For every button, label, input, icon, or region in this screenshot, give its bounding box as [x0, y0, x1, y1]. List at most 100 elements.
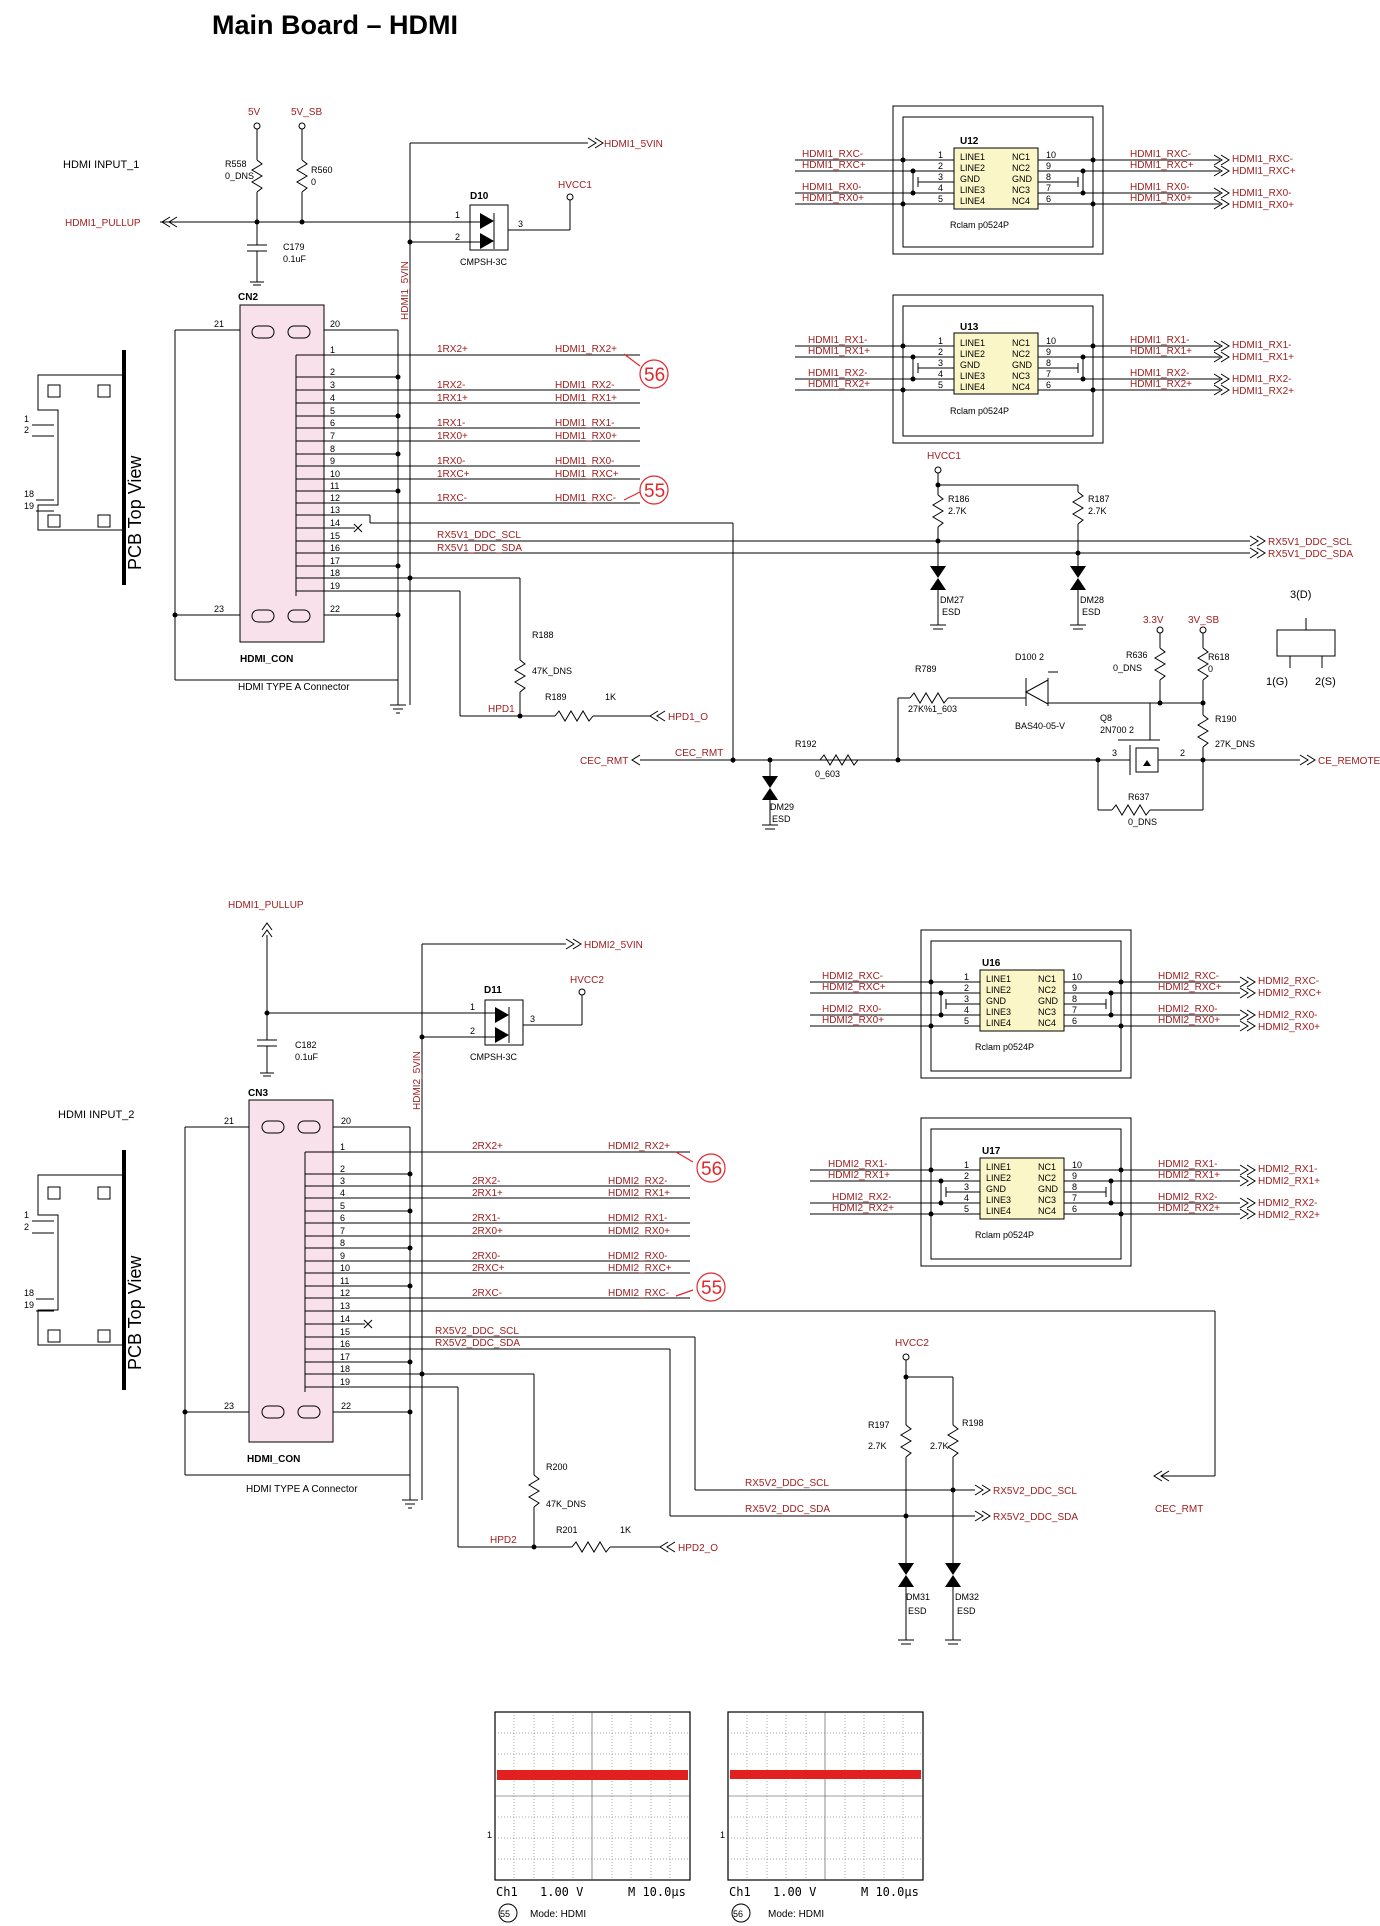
- svg-text:1: 1: [964, 1160, 969, 1170]
- r636-label: R636: [1126, 650, 1148, 660]
- svg-text:HDMI1_RX0+: HDMI1_RX0+: [1130, 193, 1192, 204]
- u13-chip: [953, 332, 1039, 395]
- svg-text:LINE2: LINE2: [986, 985, 1011, 995]
- svg-text:2RXC-: 2RXC-: [472, 1288, 502, 1299]
- r789-label: R789: [915, 664, 937, 674]
- hdmi2-5vin-net: HDMI2_5VIN: [584, 940, 643, 951]
- q8-part: 2N700 2: [1100, 725, 1134, 735]
- svg-text:20: 20: [330, 319, 340, 329]
- r618-value: 0: [1208, 664, 1213, 674]
- u17-chip: [979, 1157, 1065, 1220]
- rx5v2-sda-mid: RX5V2_DDC_SDA: [745, 1504, 830, 1515]
- dm32-label: DM32: [955, 1592, 979, 1602]
- svg-text:4: 4: [964, 1005, 969, 1015]
- marker-55-input2: [696, 1272, 726, 1302]
- svg-text:NC2: NC2: [1038, 985, 1056, 995]
- svg-text:1: 1: [964, 972, 969, 982]
- rx5v2-ddc-scl-out: RX5V2_DDC_SCL: [993, 1486, 1077, 1497]
- svg-text:3: 3: [964, 994, 969, 1004]
- svg-text:HDMI1_RX0+: HDMI1_RX0+: [1232, 200, 1294, 211]
- u12-part: Rclam p0524P: [950, 220, 1009, 230]
- svg-text:2RX0-: 2RX0-: [472, 1251, 500, 1262]
- svg-text:HDMI2_RX0+: HDMI2_RX0+: [822, 1015, 884, 1026]
- r201-value: 1K: [620, 1525, 631, 1535]
- svg-text:HDMI2_RX0+: HDMI2_RX0+: [1258, 1022, 1320, 1033]
- c182-label: C182: [295, 1040, 317, 1050]
- hdmi-input-2-section: HDMI INPUT_2 1 2 18 19 PCB Top View HDMI…: [24, 900, 1216, 1645]
- svg-text:HDMI1_RX2+: HDMI1_RX2+: [1232, 386, 1294, 397]
- svg-text:LINE3: LINE3: [986, 1195, 1011, 1205]
- svg-text:1RX1+: 1RX1+: [437, 393, 468, 404]
- cec-rmt-net-1: CEC_RMT: [580, 756, 628, 767]
- svg-text:8: 8: [1072, 994, 1077, 1004]
- r187-value: 2.7K: [1088, 506, 1107, 516]
- svg-text:55: 55: [701, 1278, 722, 1299]
- cn2-desc: HDMI TYPE A Connector: [238, 682, 350, 693]
- svg-text:1: 1: [470, 1002, 475, 1012]
- r558-label: R558: [225, 159, 247, 169]
- svg-text:HDMI2_RXC+: HDMI2_RXC+: [1158, 982, 1222, 993]
- svg-text:8: 8: [1072, 1182, 1077, 1192]
- u13-input-nets: HDMI1_RX1- HDMI1_RX1+ HDMI1_RX2- HDMI1_R…: [808, 335, 1294, 397]
- svg-text:2RX1+: 2RX1+: [472, 1188, 503, 1199]
- svg-text:HDMI1_RX1+: HDMI1_RX1+: [1232, 352, 1294, 363]
- svg-text:HDMI1_RXC-: HDMI1_RXC-: [1130, 149, 1191, 160]
- svg-text:17: 17: [330, 556, 340, 566]
- svg-text:HDMI2_RX1-: HDMI2_RX1-: [608, 1213, 667, 1224]
- r190-label: R190: [1215, 714, 1237, 724]
- svg-text:2: 2: [1180, 748, 1185, 758]
- mosfet-d-label: 3(D): [1290, 589, 1311, 601]
- cn3-pin-lines: [304, 1151, 1216, 1517]
- svg-text:HDMI1_RX0-: HDMI1_RX0-: [1130, 182, 1189, 193]
- power-5vsb-label: 5V_SB: [291, 107, 322, 118]
- svg-text:5: 5: [938, 380, 943, 390]
- svg-text:NC3: NC3: [1038, 1007, 1056, 1017]
- cec-rmt-net-1b: CEC_RMT: [675, 748, 723, 759]
- svg-text:1: 1: [330, 345, 335, 355]
- scope-56-trace: [730, 1770, 921, 1779]
- svg-text:HDMI2_RXC-: HDMI2_RXC-: [822, 971, 883, 982]
- svg-text:9: 9: [330, 456, 335, 466]
- svg-text:LINE2: LINE2: [960, 163, 985, 173]
- svg-text:10: 10: [1072, 1160, 1082, 1170]
- svg-text:9: 9: [1046, 161, 1051, 171]
- svg-text:7: 7: [1072, 1005, 1077, 1015]
- u12-chip: [953, 147, 1039, 210]
- svg-text:HDMI2_RX1+: HDMI2_RX1+: [1258, 1176, 1320, 1187]
- svg-text:HDMI2_RX0+: HDMI2_RX0+: [608, 1226, 670, 1237]
- svg-text:1: 1: [720, 1830, 725, 1840]
- svg-text:1RX2+: 1RX2+: [437, 344, 468, 355]
- pcb-view-label-2: PCB Top View: [125, 1255, 145, 1370]
- d10-part: CMPSH-3C: [460, 257, 508, 267]
- svg-text:HDMI2_RXC-: HDMI2_RXC-: [608, 1288, 669, 1299]
- svg-text:2: 2: [964, 983, 969, 993]
- r197-value: 2.7K: [868, 1441, 887, 1451]
- svg-text:19: 19: [330, 581, 340, 591]
- svg-text:HDMI1_RX2+: HDMI1_RX2+: [808, 379, 870, 390]
- svg-text:10: 10: [1072, 972, 1082, 982]
- r560-label: R560: [311, 165, 333, 175]
- svg-text:NC4: NC4: [1038, 1018, 1056, 1028]
- svg-text:LINE2: LINE2: [960, 349, 985, 359]
- svg-text:3: 3: [938, 172, 943, 182]
- r198-value: 2.7K: [930, 1441, 949, 1451]
- hdmi1-pullup-net: HDMI1_PULLUP: [65, 218, 141, 229]
- dm29-esd: ESD: [772, 814, 791, 824]
- svg-text:1RX2-: 1RX2-: [437, 380, 465, 391]
- svg-text:NC1: NC1: [1012, 152, 1030, 162]
- hvcc2-label: HVCC2: [570, 975, 604, 986]
- c182-value: 0.1uF: [295, 1052, 319, 1062]
- svg-text:7: 7: [330, 431, 335, 441]
- svg-text:HDMI2_RX1-: HDMI2_RX1-: [1258, 1164, 1317, 1175]
- svg-text:HDMI1_RX2-: HDMI1_RX2-: [1232, 374, 1291, 385]
- cn2-name: HDMI_CON: [240, 654, 293, 665]
- ce-remote1-net: CE_REMOTE1: [1318, 756, 1380, 767]
- svg-text:14: 14: [330, 518, 340, 528]
- svg-text:5: 5: [938, 194, 943, 204]
- svg-text:HDMI2_RX1+: HDMI2_RX1+: [828, 1170, 890, 1181]
- r789-value: 27K%1_603: [908, 704, 957, 714]
- rx5v1-ddc-sda-out: RX5V1_DDC_SDA: [1268, 549, 1353, 560]
- svg-text:3: 3: [530, 1014, 535, 1024]
